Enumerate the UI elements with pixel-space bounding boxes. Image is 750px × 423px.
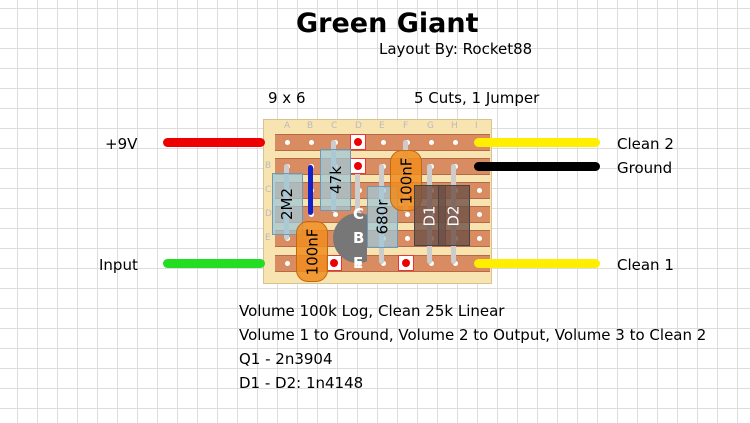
component-label: 100nF: [303, 228, 322, 275]
diode-d2: D2: [438, 185, 470, 246]
note: Q1 - 2n3904: [239, 350, 333, 368]
board-size: 9 x 6: [268, 89, 306, 107]
ground-label: Ground: [617, 159, 673, 177]
col-label: C: [331, 121, 338, 131]
resistor-680r: 680r: [367, 186, 398, 248]
hole: [477, 212, 482, 217]
clean2-wire: [474, 138, 600, 147]
resistor-47k: 47k: [320, 149, 351, 211]
col-label: G: [427, 121, 434, 131]
transistor-q1: [333, 213, 367, 263]
input-wire: [163, 259, 265, 268]
track-cut: [350, 158, 366, 174]
hole: [429, 140, 434, 145]
power-wire: [163, 138, 265, 147]
hole: [333, 212, 338, 217]
hole: [477, 236, 482, 241]
hole: [453, 261, 458, 266]
emitter-label: E: [353, 254, 364, 272]
col-label: D: [355, 121, 362, 131]
hole: [453, 140, 458, 145]
component-label: 2M2: [278, 187, 297, 221]
col-label: B: [307, 121, 314, 131]
note: D1 - D2: 1n4148: [239, 374, 364, 392]
hole: [357, 261, 362, 266]
track-cut: [326, 255, 342, 271]
cuts-info: 5 Cuts, 1 Jumper: [414, 89, 540, 107]
col-label: H: [451, 121, 458, 131]
hole: [285, 261, 290, 266]
ground-wire: [474, 162, 600, 171]
row-label: D: [265, 209, 272, 219]
row-label: C: [265, 185, 272, 195]
base-label: B: [353, 229, 365, 247]
power-label: +9V: [105, 135, 138, 153]
hole: [381, 261, 386, 266]
col-label: F: [403, 121, 409, 131]
jumper-wire: [308, 165, 313, 215]
col-label: I: [475, 121, 478, 131]
hole: [405, 236, 410, 241]
lead: [355, 164, 360, 214]
component-label: D2: [445, 204, 463, 227]
track-cut: [398, 255, 414, 271]
component-label: 680r: [373, 199, 392, 235]
input-label: Input: [99, 256, 138, 274]
hole: [429, 261, 434, 266]
author-credit: Layout By: Rocket88: [379, 40, 533, 58]
track-cut: [350, 134, 366, 150]
hole: [405, 212, 410, 217]
row-label: B: [265, 161, 272, 171]
component-label: 47k: [326, 166, 345, 194]
note: Volume 100k Log, Clean 25k Linear: [239, 302, 505, 320]
page-title: Green Giant: [296, 8, 479, 39]
clean1-wire: [474, 259, 600, 268]
hole: [477, 188, 482, 193]
hole: [381, 140, 386, 145]
component-label: 100nF: [397, 157, 416, 204]
clean1-label: Clean 1: [617, 256, 674, 274]
capacitor-100nf: 100nF: [296, 221, 328, 282]
clean2-label: Clean 2: [617, 135, 674, 153]
col-label: A: [284, 121, 291, 131]
collector-label: C: [353, 205, 365, 223]
hole: [285, 140, 290, 145]
component-label: D1: [421, 204, 439, 227]
row-label: E: [265, 233, 271, 243]
col-label: E: [379, 121, 385, 131]
hole: [309, 140, 314, 145]
note: Volume 1 to Ground, Volume 2 to Output, …: [239, 326, 707, 344]
